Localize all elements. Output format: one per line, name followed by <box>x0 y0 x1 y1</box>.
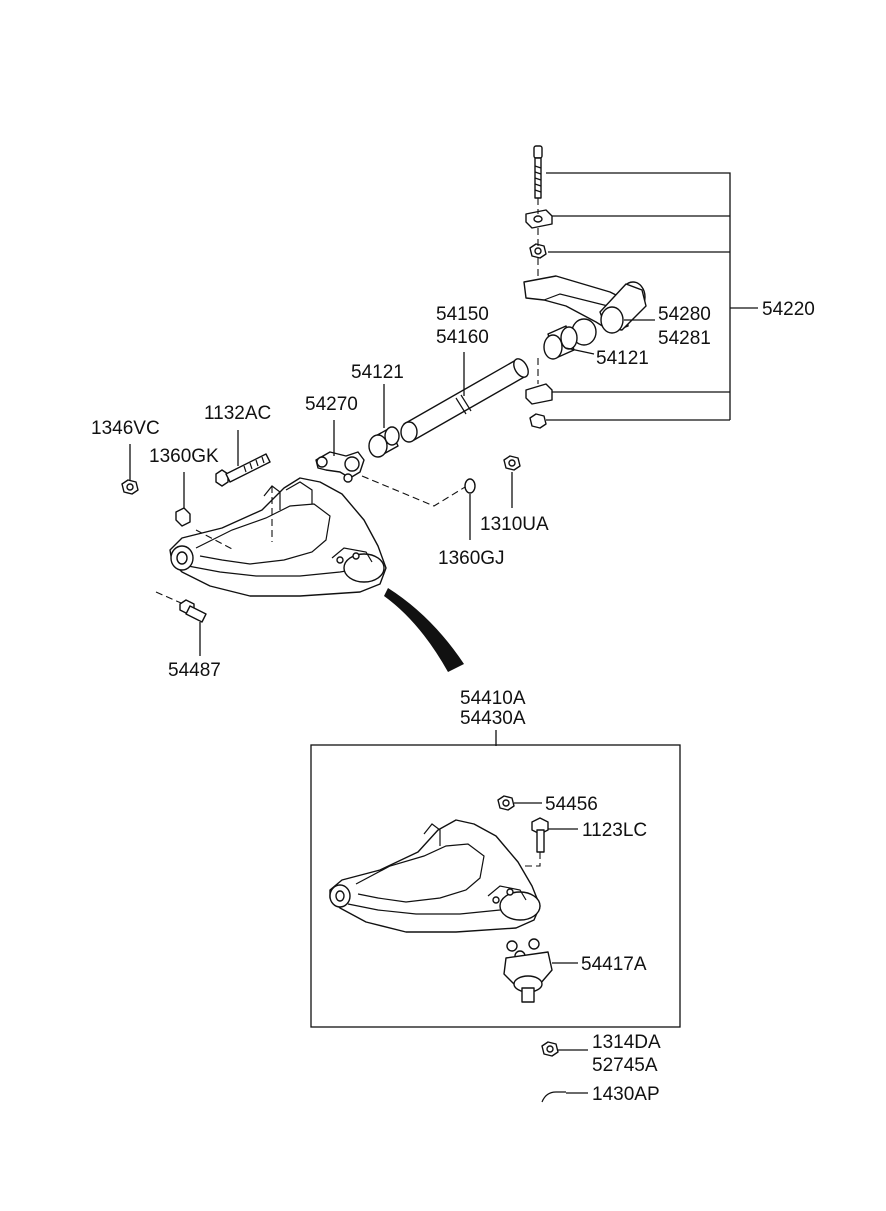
detail-box <box>310 744 681 1028</box>
cotter-pin-1430ap <box>541 1091 566 1103</box>
pivot-shaft <box>400 352 529 443</box>
label-54121-left: 54121 <box>351 362 404 383</box>
label-1430AP: 1430AP <box>592 1084 660 1105</box>
label-1360GJ: 1360GJ <box>438 548 505 569</box>
label-54456: 54456 <box>545 794 598 815</box>
upper-control-arm <box>169 477 387 597</box>
label-1310UA: 1310UA <box>480 514 549 535</box>
washer-1360gk <box>175 507 191 527</box>
label-54417A: 54417A <box>581 954 647 975</box>
bolt-54487 <box>179 599 207 623</box>
washer-1360gj <box>464 478 476 494</box>
label-1123LC: 1123LC <box>582 820 647 841</box>
cam-bracket-54270 <box>315 451 365 483</box>
label-54270: 54270 <box>305 394 358 415</box>
label-1314DA: 1314DA <box>592 1032 661 1053</box>
ball-joint-54417a <box>503 938 553 1003</box>
label-1346VC: 1346VC <box>91 418 160 439</box>
label-54160: 54160 <box>436 327 489 348</box>
bracket-assembly-54220: 54220 54280 54281 54121 <box>523 145 815 429</box>
label-54410A: 54410A <box>460 688 526 709</box>
label-54281: 54281 <box>658 328 711 349</box>
label-1360GK: 1360GK <box>149 446 219 467</box>
detail-arrow <box>384 588 464 672</box>
label-54121-right: 54121 <box>596 348 649 369</box>
label-54220: 54220 <box>762 299 815 320</box>
label-1132AC: 1132AC <box>204 403 271 424</box>
clip-nut-bottom <box>525 383 553 405</box>
upper-control-arm-detail <box>329 819 541 933</box>
bushing-54121-left <box>368 426 400 458</box>
hex-nut-bottom <box>529 413 547 429</box>
label-52745A: 52745A <box>592 1055 658 1076</box>
bolt-1132ac <box>215 453 271 487</box>
label-54150: 54150 <box>436 304 489 325</box>
long-bolt <box>533 145 543 199</box>
label-54487: 54487 <box>168 660 221 681</box>
bolt-1123lc <box>531 817 549 853</box>
bushing-54121-right <box>543 325 578 360</box>
label-54430A: 54430A <box>460 708 526 729</box>
label-54280: 54280 <box>658 304 711 325</box>
